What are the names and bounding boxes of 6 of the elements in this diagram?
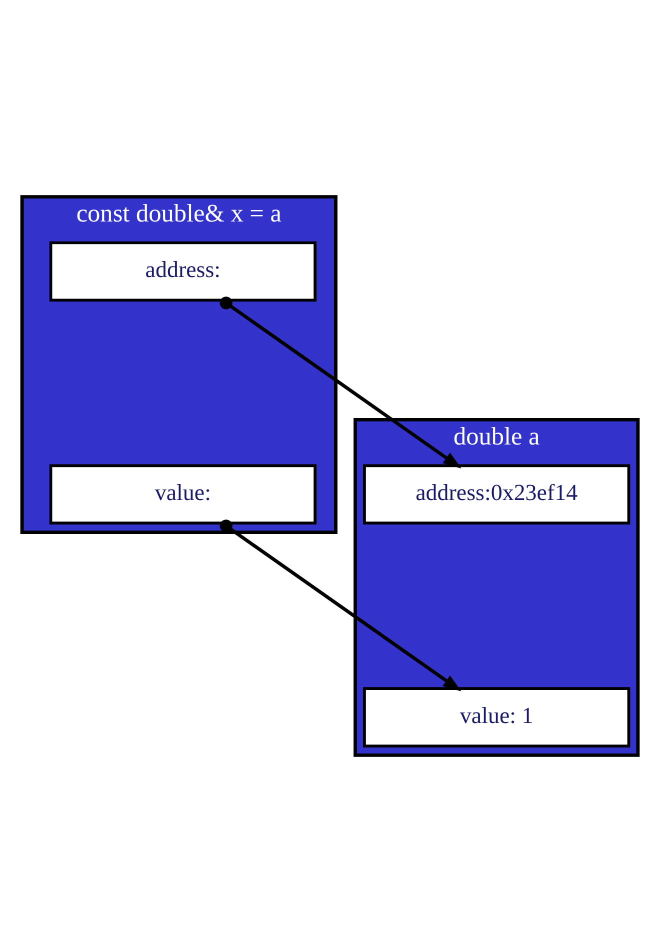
arrow [220, 296, 462, 468]
node-box: address: [49, 240, 316, 302]
node-box: value: [49, 464, 316, 524]
node-box: address:0x23ef14 [363, 464, 630, 524]
node-box: value: 1 [363, 686, 630, 747]
arrow [220, 519, 462, 691]
